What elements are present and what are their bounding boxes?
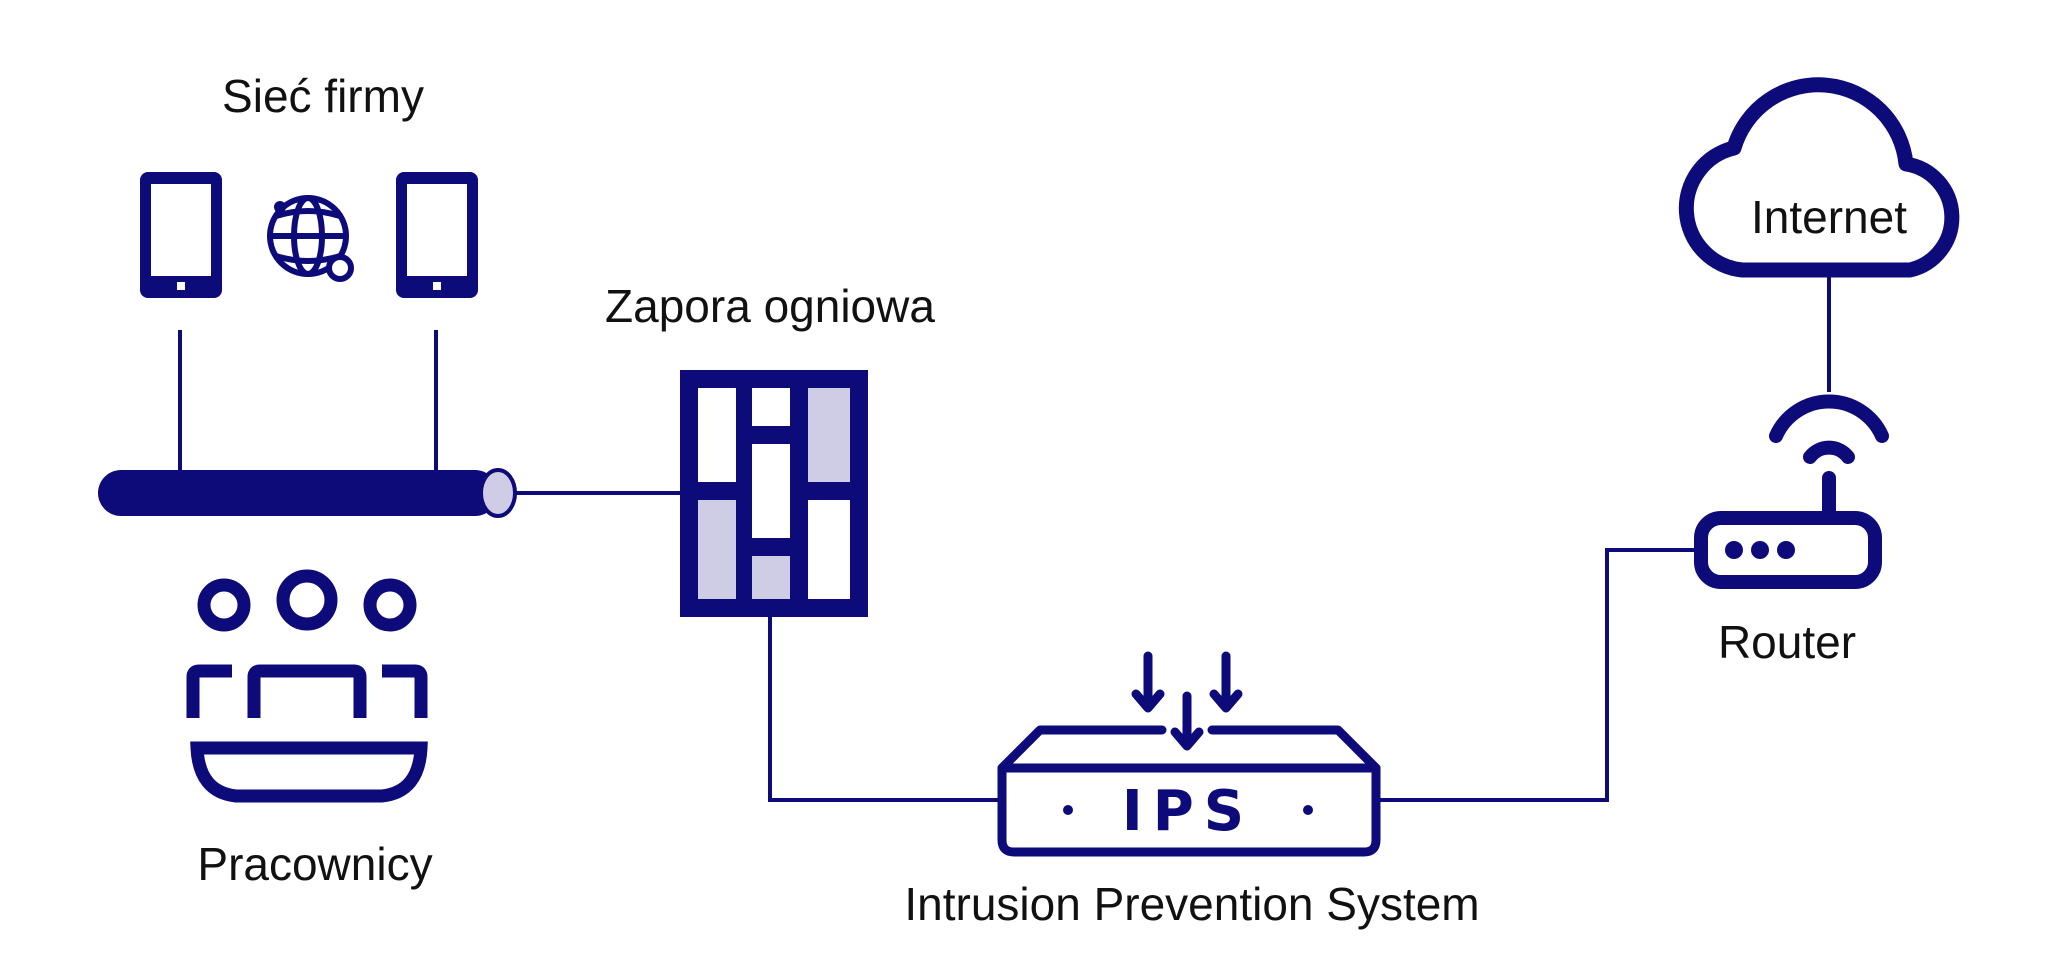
internet-label: Internet — [1751, 191, 1907, 243]
network-bus-cable — [98, 468, 517, 518]
ips-badge: IPS — [1122, 779, 1254, 844]
team-meeting-icon — [186, 569, 428, 803]
router-label: Router — [1718, 616, 1856, 668]
ips-to-router — [1378, 548, 1695, 802]
smartphone-icon — [140, 172, 222, 298]
ips-device-icon: IPS — [997, 651, 1381, 857]
employees-label: Pracownicy — [197, 838, 432, 890]
company-network-label: Sieć firmy — [222, 70, 424, 122]
firewall-to-ips — [768, 617, 1000, 802]
ips-label: Intrusion Prevention System — [904, 878, 1479, 930]
wifi-router-icon — [1694, 394, 1889, 589]
firewall-brick-icon — [680, 370, 868, 617]
cloud-icon: Internet — [1678, 77, 1960, 278]
smartphone-icon — [396, 172, 478, 298]
globe-network-icon — [267, 195, 354, 282]
firewall-label: Zapora ogniowa — [605, 280, 935, 332]
connections — [178, 277, 1831, 802]
